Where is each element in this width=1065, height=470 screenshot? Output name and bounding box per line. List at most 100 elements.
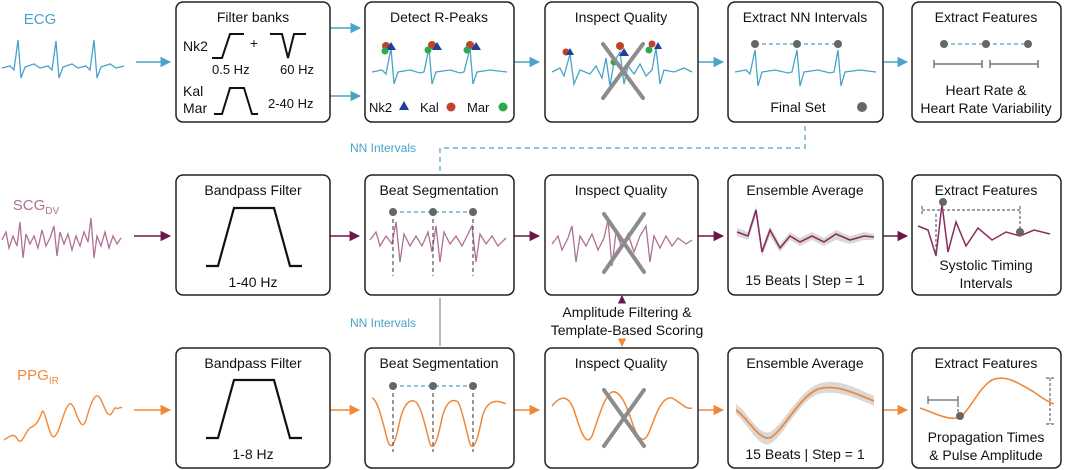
legend-kal-label: Kal: [420, 100, 439, 115]
scg-features-line2: Intervals: [960, 275, 1013, 291]
quality-kal-marker: [648, 40, 656, 48]
ppg-features-box: [911, 347, 1062, 469]
nn-node: [751, 40, 759, 48]
bandpass-icon-ecg: [214, 87, 258, 115]
scg-ensemble-caption: 15 Beats | Step = 1: [745, 272, 864, 288]
filter-nk2-label: Nk2: [183, 38, 208, 54]
filter-mar-label: Mar: [183, 100, 207, 116]
ppg-label-main: PPG: [17, 367, 49, 384]
ppg-features-waveform: [919, 377, 1055, 420]
highpass-cutoff: 0.5 Hz: [212, 62, 250, 77]
scg-quality-box: [544, 174, 699, 296]
ppg-features-line1: Propagation Times: [928, 429, 1045, 445]
ppg-segmentation-title: Beat Segmentation: [379, 355, 498, 371]
extract-nn-ecg-trace: [734, 49, 877, 87]
filter-banks-box: [175, 1, 331, 123]
ecg-quality-title: Inspect Quality: [575, 9, 668, 25]
scg-ensemble-mean: [736, 209, 875, 253]
ppg-quality-trace: [551, 391, 693, 441]
ppg-seg-node: [429, 382, 437, 390]
legend-nk2-label: Nk2: [369, 100, 392, 115]
ppg-feature-node: [956, 412, 964, 420]
ppg-bandpass-icon: [206, 378, 302, 440]
scg-seg-node: [389, 208, 397, 216]
interval-bracket-icon: [933, 60, 1039, 68]
ecg-features-line1: Heart Rate &: [946, 82, 1028, 98]
features-nn-node: [982, 40, 990, 48]
ppg-signal-label: PPGIR: [17, 367, 59, 387]
ecg-signal-label: ECG: [24, 11, 57, 28]
nn-link-upper-label: NN Intervals: [350, 141, 416, 155]
ecg-features-box: [911, 1, 1062, 123]
scg-features-line1: Systolic Timing: [939, 257, 1032, 273]
quality-nk2-marker: [654, 42, 662, 49]
nn-link-upper-line: [439, 126, 806, 174]
ecg-bandpass-range: 2-40 Hz: [268, 96, 314, 111]
ppg-features-line2: & Pulse Amplitude: [929, 447, 1043, 463]
peak-mar-marker: [424, 46, 432, 54]
ecg-quality-trace: [551, 47, 693, 87]
peak-markers: [381, 41, 481, 55]
scg-reject-cross-icon: [602, 212, 646, 274]
scg-feature-node: [1016, 228, 1024, 236]
ppg-seg-node: [469, 382, 477, 390]
ppg-label-sub: IR: [49, 376, 59, 387]
ecg-reject-cross-icon: [601, 42, 645, 100]
ppg-ensemble-spread: [736, 381, 874, 445]
scg-ensemble-box: [727, 174, 884, 296]
scg-ensemble-title: Ensemble Average: [746, 182, 863, 198]
highpass-icon: [212, 33, 244, 59]
peak-nk2-marker: [386, 42, 396, 50]
notch-freq: 60 Hz: [280, 62, 314, 77]
legend-kal-circle: [446, 102, 456, 112]
pulse-amplitude-marker: [1046, 377, 1054, 425]
legend-nk2-triangle: [399, 101, 409, 110]
scg-label-sub: DV: [45, 206, 59, 217]
ppg-ensemble-caption: 15 Beats | Step = 1: [745, 446, 864, 462]
ppg-raw-signal: [3, 395, 123, 442]
quality-note-line1: Amplitude Filtering &: [562, 304, 692, 320]
scg-label-main: SCG: [13, 197, 46, 214]
quality-note-line2: Template-Based Scoring: [551, 322, 704, 338]
ppg-bandpass-range: 1-8 Hz: [232, 446, 273, 462]
scg-segmentation-title: Beat Segmentation: [379, 182, 498, 198]
notch-icon: [270, 33, 306, 59]
extract-nn-title: Extract NN Intervals: [743, 9, 867, 25]
scg-seg-node: [429, 208, 437, 216]
features-nn-node: [940, 40, 948, 48]
scg-seg-node: [469, 208, 477, 216]
ppg-ensemble-title: Ensemble Average: [746, 355, 863, 371]
peak-nk2-marker: [432, 42, 442, 50]
scg-bandpass-title: Bandpass Filter: [204, 182, 302, 198]
scg-features-title: Extract Features: [935, 182, 1038, 198]
scg-feature-node: [939, 198, 947, 206]
detect-peaks-ecg-trace: [371, 47, 508, 85]
propagation-time-marker: [927, 396, 959, 404]
quality-mar-marker: [645, 46, 653, 54]
peak-mar-marker: [463, 46, 471, 54]
legend-mar-label: Mar: [467, 100, 490, 115]
final-set-label: Final Set: [770, 99, 825, 115]
quality-nk2-marker: [619, 48, 629, 56]
scg-bandpass-icon: [206, 206, 302, 268]
ppg-features-title: Extract Features: [935, 355, 1038, 371]
scg-signal-label: SCGDV: [13, 197, 60, 217]
ecg-features-line2: Heart Rate Variability: [920, 100, 1051, 116]
ppg-seg-trace: [371, 397, 507, 447]
scg-raw-signal: [1, 217, 122, 259]
ppg-reject-cross-icon: [602, 388, 646, 448]
detect-peaks-box: [364, 1, 515, 123]
extract-nn-box: [727, 1, 884, 123]
nn-link-lower-label: NN Intervals: [350, 316, 416, 330]
ppg-seg-node: [389, 382, 397, 390]
ecg-raw-signal: [1, 39, 125, 79]
ecg-features-title: Extract Features: [935, 9, 1038, 25]
detect-peaks-title: Detect R-Peaks: [390, 9, 488, 25]
ppg-ensemble-mean: [735, 386, 875, 439]
nn-node: [834, 40, 842, 48]
quality-nk2-marker: [566, 48, 574, 55]
ecg-quality-markers: [562, 40, 662, 66]
filter-plus: +: [250, 35, 258, 51]
